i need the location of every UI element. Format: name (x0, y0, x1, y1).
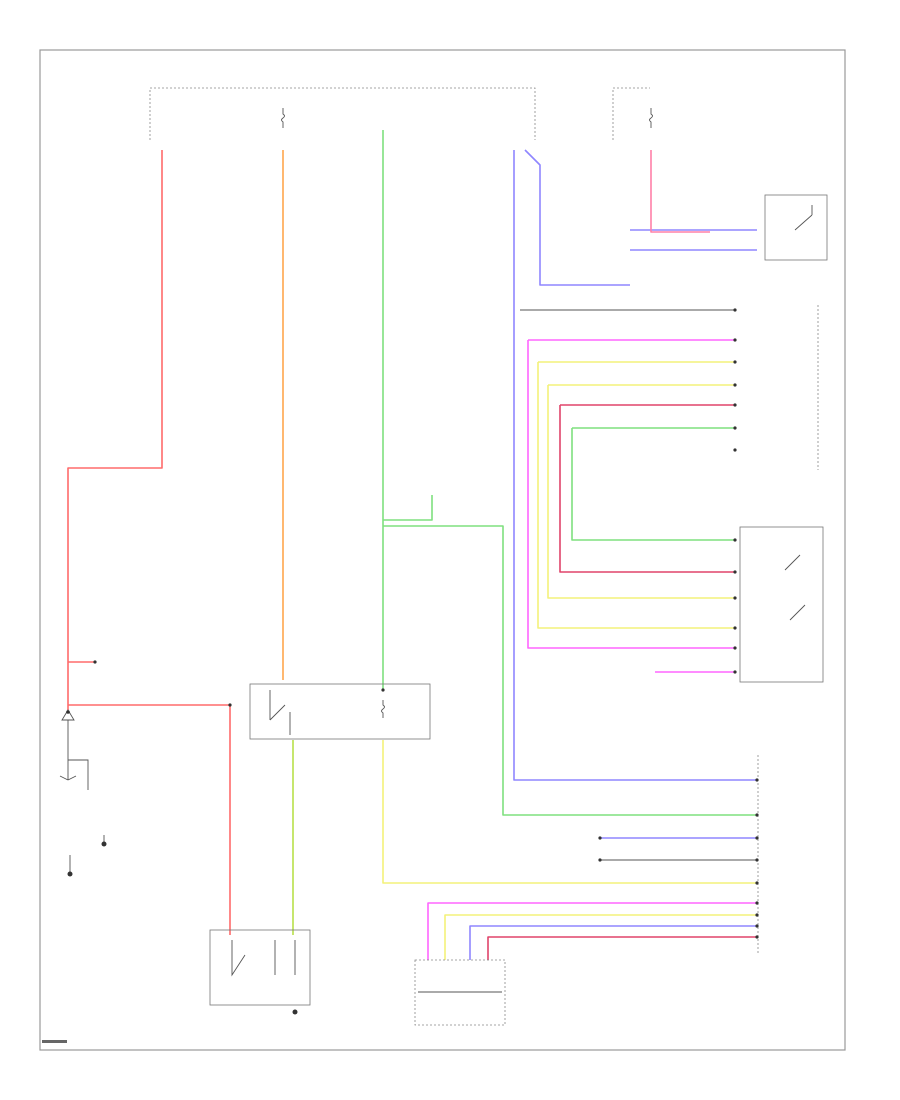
connector-dot (381, 688, 385, 692)
transmission-range-sensor (414, 959, 506, 1026)
ignition-switch (764, 194, 828, 261)
connector-dot (755, 901, 759, 905)
connector-dot (755, 924, 759, 928)
connector-dot (733, 646, 737, 650)
connector-dot (733, 338, 737, 342)
wire-green-pcm (383, 525, 757, 816)
battery-junction-box (249, 683, 431, 740)
wire-tr-yellow (444, 914, 757, 960)
connector-dot (755, 778, 759, 782)
ground-icon (67, 855, 73, 877)
connector-dot (733, 308, 737, 312)
connector-dot (733, 670, 737, 674)
wire-magenta-run (527, 339, 735, 649)
wire-yellow-1 (537, 361, 735, 629)
starter-switch-contact-icon (784, 554, 806, 621)
connector-dot (733, 426, 737, 430)
connector-dot (755, 858, 759, 862)
connector-dot (733, 570, 737, 574)
fuse-icon (281, 108, 285, 128)
connector-dot (733, 360, 737, 364)
wire-blue-splice (524, 149, 630, 286)
connector-dot (733, 403, 737, 407)
ground-icon (292, 1009, 298, 1015)
wire-blue-pcm (513, 150, 757, 781)
wire-tr-crimson (487, 936, 757, 960)
connector-dot (93, 660, 97, 664)
connector-dots (93, 308, 759, 939)
connector-dot (733, 538, 737, 542)
ground-icon (101, 835, 107, 847)
wire-crimson (559, 404, 735, 573)
connector-dot (733, 448, 737, 452)
connector-dot (755, 935, 759, 939)
connector-dot (598, 836, 602, 840)
hot-at-all-times-outline (612, 87, 650, 140)
connector-dot (755, 836, 759, 840)
connector-dot (733, 626, 737, 630)
connector-dot (228, 703, 232, 707)
wire-yellow-pcm (382, 740, 757, 884)
wire-red-starter (68, 704, 231, 935)
starter-motor-solenoid-icon (231, 940, 296, 977)
starter-switch (739, 526, 824, 683)
wire-red-battery-feed (67, 150, 163, 710)
connector-dot (733, 383, 737, 387)
wire-tr-blue (469, 925, 757, 960)
connector-dot (755, 913, 759, 917)
connector-dot (755, 881, 759, 885)
power-distribution-outline (149, 87, 536, 140)
battery (59, 709, 89, 790)
wire-tr-magenta (427, 902, 757, 960)
ignition-switch-contact-icon (794, 205, 813, 231)
connector-dot (755, 813, 759, 817)
starter-motor (209, 929, 311, 1006)
wire-pink-hot-feed (650, 150, 710, 233)
connector-dot (598, 858, 602, 862)
wire-green-ground-link (383, 495, 433, 521)
diagram-frame (39, 49, 846, 1051)
fuse-icon (649, 108, 653, 128)
starter-relay-switch-icon (269, 690, 291, 735)
fuse-icon (381, 700, 385, 718)
diagram-code (42, 1040, 67, 1043)
wire-yellow-2 (547, 384, 735, 599)
connector-dot (733, 596, 737, 600)
wire-green-selector (571, 427, 735, 541)
